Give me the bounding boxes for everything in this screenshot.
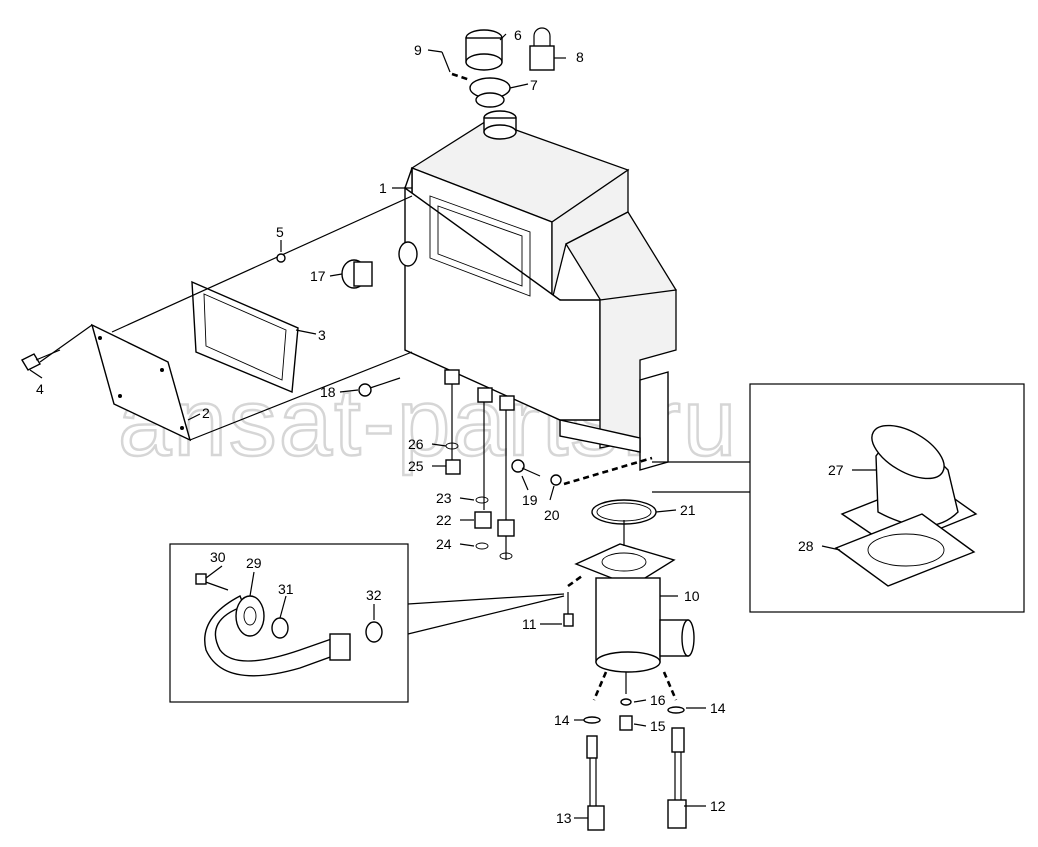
label-part-24: 24 bbox=[436, 536, 452, 552]
label-part-22: 22 bbox=[436, 512, 452, 528]
suction-housing bbox=[574, 543, 695, 673]
bolt-11 bbox=[563, 592, 574, 627]
plug-17 bbox=[341, 259, 373, 289]
alignment-line bbox=[111, 195, 413, 333]
label-part-18: 18 bbox=[320, 384, 336, 400]
label-part-31: 31 bbox=[278, 581, 294, 597]
dashed-leader bbox=[567, 574, 583, 588]
label-part-17: 17 bbox=[310, 268, 326, 284]
fittings-under-tank bbox=[445, 384, 515, 560]
label-part-14-left: 14 bbox=[554, 712, 570, 728]
label-leaders bbox=[29, 33, 876, 819]
label-part-23: 23 bbox=[436, 490, 452, 506]
hydraulic-tank bbox=[398, 110, 677, 471]
label-part-8: 8 bbox=[576, 49, 584, 65]
label-part-30: 30 bbox=[210, 549, 226, 565]
label-part-2: 2 bbox=[202, 405, 210, 421]
padlock bbox=[529, 27, 555, 71]
label-part-10: 10 bbox=[684, 588, 700, 604]
sensor-12 bbox=[667, 727, 687, 829]
label-part-1: 1 bbox=[379, 180, 387, 196]
dashed-leader bbox=[592, 671, 608, 701]
nut-5 bbox=[276, 253, 286, 263]
bolt-18 bbox=[358, 377, 401, 397]
label-part-3: 3 bbox=[318, 327, 326, 343]
label-part-12: 12 bbox=[710, 798, 726, 814]
detail-box-return-pipe bbox=[169, 543, 409, 703]
part-number-labels: 1 2 3 4 5 6 7 8 9 10 11 12 13 14 14 15 1… bbox=[36, 27, 844, 826]
o-ring-32 bbox=[365, 621, 383, 643]
label-part-26: 26 bbox=[408, 436, 424, 452]
alignment-line bbox=[189, 351, 413, 441]
callout-line bbox=[407, 595, 565, 635]
label-part-27: 27 bbox=[828, 462, 844, 478]
bolt-19 bbox=[511, 459, 541, 477]
detail-box-suction-pipe bbox=[749, 383, 1025, 613]
label-part-28: 28 bbox=[798, 538, 814, 554]
gasket bbox=[191, 280, 299, 394]
plug-15 bbox=[619, 715, 633, 731]
label-part-9: 9 bbox=[414, 42, 422, 58]
label-part-13: 13 bbox=[556, 810, 572, 826]
dashed-leader bbox=[563, 456, 653, 486]
gasket-28 bbox=[834, 513, 976, 587]
callout-line bbox=[407, 593, 565, 605]
label-part-6: 6 bbox=[514, 27, 522, 43]
leader-line bbox=[39, 324, 93, 363]
label-part-15: 15 bbox=[650, 718, 666, 734]
washer-20 bbox=[550, 474, 562, 486]
label-part-21: 21 bbox=[680, 502, 696, 518]
label-part-7: 7 bbox=[530, 77, 538, 93]
label-part-5: 5 bbox=[276, 224, 284, 240]
o-ring-16 bbox=[620, 698, 632, 706]
label-part-19: 19 bbox=[522, 492, 538, 508]
label-part-20: 20 bbox=[544, 507, 560, 523]
label-part-29: 29 bbox=[246, 555, 262, 571]
label-part-4: 4 bbox=[36, 381, 44, 397]
label-part-11: 11 bbox=[522, 616, 537, 632]
washer-14-right bbox=[667, 706, 685, 714]
label-part-14-right: 14 bbox=[710, 700, 726, 716]
o-ring-31 bbox=[271, 617, 289, 639]
bolt-4 bbox=[21, 349, 61, 371]
suction-pipe-27 bbox=[840, 424, 978, 549]
filler-cap bbox=[465, 29, 503, 71]
sensor-13 bbox=[586, 735, 605, 831]
washer-14-left bbox=[583, 716, 601, 724]
strainer bbox=[469, 77, 511, 108]
dashed-leader bbox=[451, 72, 471, 82]
label-part-16: 16 bbox=[650, 692, 666, 708]
label-part-25: 25 bbox=[408, 458, 424, 474]
label-part-32: 32 bbox=[366, 587, 382, 603]
pin bbox=[441, 51, 451, 73]
dashed-leader bbox=[662, 671, 678, 701]
